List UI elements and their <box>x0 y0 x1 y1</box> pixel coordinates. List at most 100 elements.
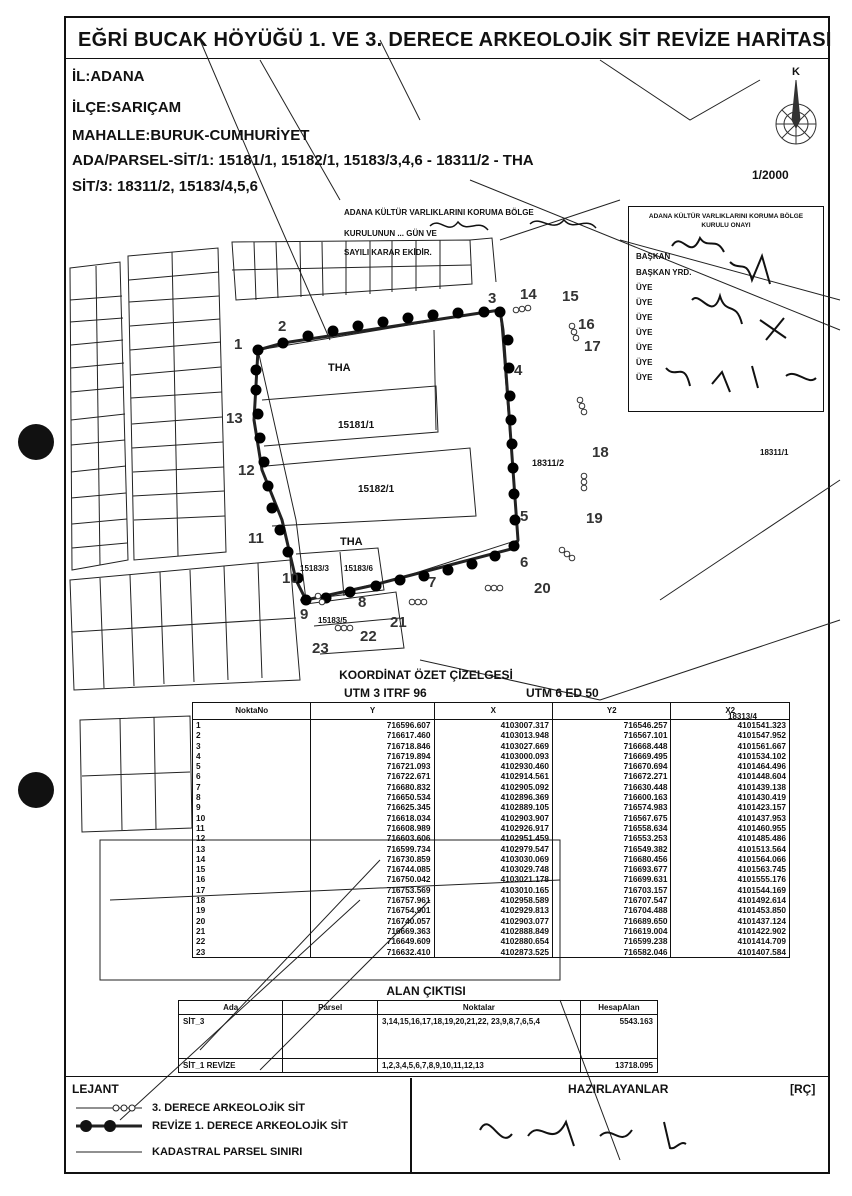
coord-cell: 4101460.955 <box>670 822 790 834</box>
coord-cell: 12 <box>191 833 312 844</box>
label-15181-1: 15181/1 <box>338 420 375 431</box>
coord-cell: 716704.488 <box>552 905 672 916</box>
coord-system1: UTM 3 ITRF 96 <box>344 686 427 700</box>
site3-marker <box>580 472 588 480</box>
coord-table-title: KOORDİNAT ÖZET ÇİZELGESİ <box>339 668 513 682</box>
north-label: K <box>792 66 800 78</box>
area-table: Ada Parsel Noktalar HesapAlan SİT_3 3,14… <box>177 1000 659 1073</box>
label-tha-bottom: THA <box>340 536 363 548</box>
coord-cell: 18 <box>191 895 312 906</box>
area-cell: 3,14,15,16,17,18,19,20,21,22, 23,9,8,7,6… <box>376 1014 581 1059</box>
approval-role: ÜYE <box>636 328 653 337</box>
area-cell: SİT_1 REVİZE <box>177 1058 284 1073</box>
site1-marker <box>254 432 266 444</box>
coord-cell: 716574.983 <box>552 802 672 813</box>
site1-marker <box>250 384 262 396</box>
punch-hole-bottom <box>18 772 54 808</box>
site1-marker <box>352 320 364 332</box>
coord-cell: 716750.042 <box>310 874 435 885</box>
point-label: 20 <box>534 580 551 597</box>
coord-cell: 4101564.066 <box>670 853 790 865</box>
coord-cell: 3 <box>191 740 312 751</box>
coord-cell: 716650.534 <box>310 792 435 803</box>
site3-marker <box>568 554 576 562</box>
legend-box <box>66 1076 828 1173</box>
approval-role: ÜYE <box>636 373 653 382</box>
coord-cell: 4101437.124 <box>670 915 790 926</box>
point-label: 4 <box>514 362 523 379</box>
site3-marker <box>346 624 354 632</box>
coord-cell: 4101561.667 <box>670 740 790 751</box>
site3-marker <box>576 396 584 404</box>
coord-cell: 716649.609 <box>310 936 435 947</box>
coord-header-y2: Y2 <box>552 702 672 720</box>
approval-role: ÜYE <box>636 313 653 322</box>
site1-marker <box>466 558 478 570</box>
coord-header-y: Y <box>310 702 435 720</box>
coord-cell: 716549.382 <box>552 843 672 854</box>
site3-marker <box>568 322 576 330</box>
site1-marker <box>262 480 274 492</box>
decision-line1: ADANA KÜLTÜR VARLIKLARINI KORUMA BÖLGE <box>344 208 534 217</box>
coord-cell: 4102880.654 <box>433 936 554 947</box>
coord-cell: 4101544.169 <box>670 884 790 896</box>
point-label: 21 <box>390 614 407 631</box>
point-label: 17 <box>584 338 601 355</box>
point-label: 13 <box>226 410 243 427</box>
site3-marker <box>420 598 428 606</box>
coord-cell: 16 <box>191 874 312 885</box>
site1-marker <box>377 316 389 328</box>
site1-marker <box>402 312 414 324</box>
coord-cell: 13 <box>191 843 312 854</box>
coord-cell: 716722.671 <box>310 771 435 782</box>
decision-line2: KURULUNUN ... GÜN VE <box>344 229 437 238</box>
label-15182-1: 15182/1 <box>358 484 395 495</box>
point-label: 22 <box>360 628 377 645</box>
coord-cell: 716753.569 <box>310 884 435 896</box>
coord-cell: 716603.606 <box>310 833 435 844</box>
site1-marker <box>327 325 339 337</box>
coord-cell: 716699.631 <box>552 874 672 885</box>
area-header-noktalar: Noktalar <box>376 1000 581 1015</box>
site3-marker <box>484 584 492 592</box>
label-18311-2: 18311/2 <box>532 458 565 468</box>
coord-cell: 716567.101 <box>552 730 672 741</box>
label-15183-5: 15183/5 <box>318 616 347 625</box>
site3-marker <box>580 408 588 416</box>
site1-marker <box>344 586 356 598</box>
approval-role: BAŞKAN <box>636 252 671 261</box>
preparer-signatures <box>479 1119 687 1150</box>
document-code: [RÇ] <box>790 1082 816 1096</box>
coord-cell: 4103030.069 <box>433 853 554 865</box>
coord-cell: 716558.634 <box>552 822 672 834</box>
coord-cell: 716730.859 <box>310 853 435 865</box>
site1-marker <box>277 337 289 349</box>
coord-cell: 4103000.093 <box>433 750 554 762</box>
point-label: 8 <box>358 594 367 611</box>
header-il: İL:ADANA <box>72 68 145 85</box>
coord-cell: 4 <box>191 750 312 762</box>
site1-marker <box>508 488 520 500</box>
coord-cell: 4101513.564 <box>670 843 790 854</box>
coord-cell: 4103007.317 <box>433 719 554 731</box>
coord-cell: 4102951.459 <box>433 833 554 844</box>
coord-cell: 716669.363 <box>310 925 435 937</box>
coord-cell: 4102889.105 <box>433 802 554 813</box>
site3-marker <box>580 478 588 486</box>
coord-cell: 4101437.953 <box>670 812 790 823</box>
coord-cell: 4103013.948 <box>433 730 554 741</box>
legend-title: LEJANT <box>72 1082 119 1096</box>
area-header-parsel: Parsel <box>282 1000 378 1015</box>
title-bar <box>66 24 828 59</box>
site1-marker <box>507 462 519 474</box>
site3-marker <box>518 305 526 313</box>
coord-cell: 8 <box>191 792 312 803</box>
area-table-title: ALAN ÇIKTISI <box>386 984 466 998</box>
